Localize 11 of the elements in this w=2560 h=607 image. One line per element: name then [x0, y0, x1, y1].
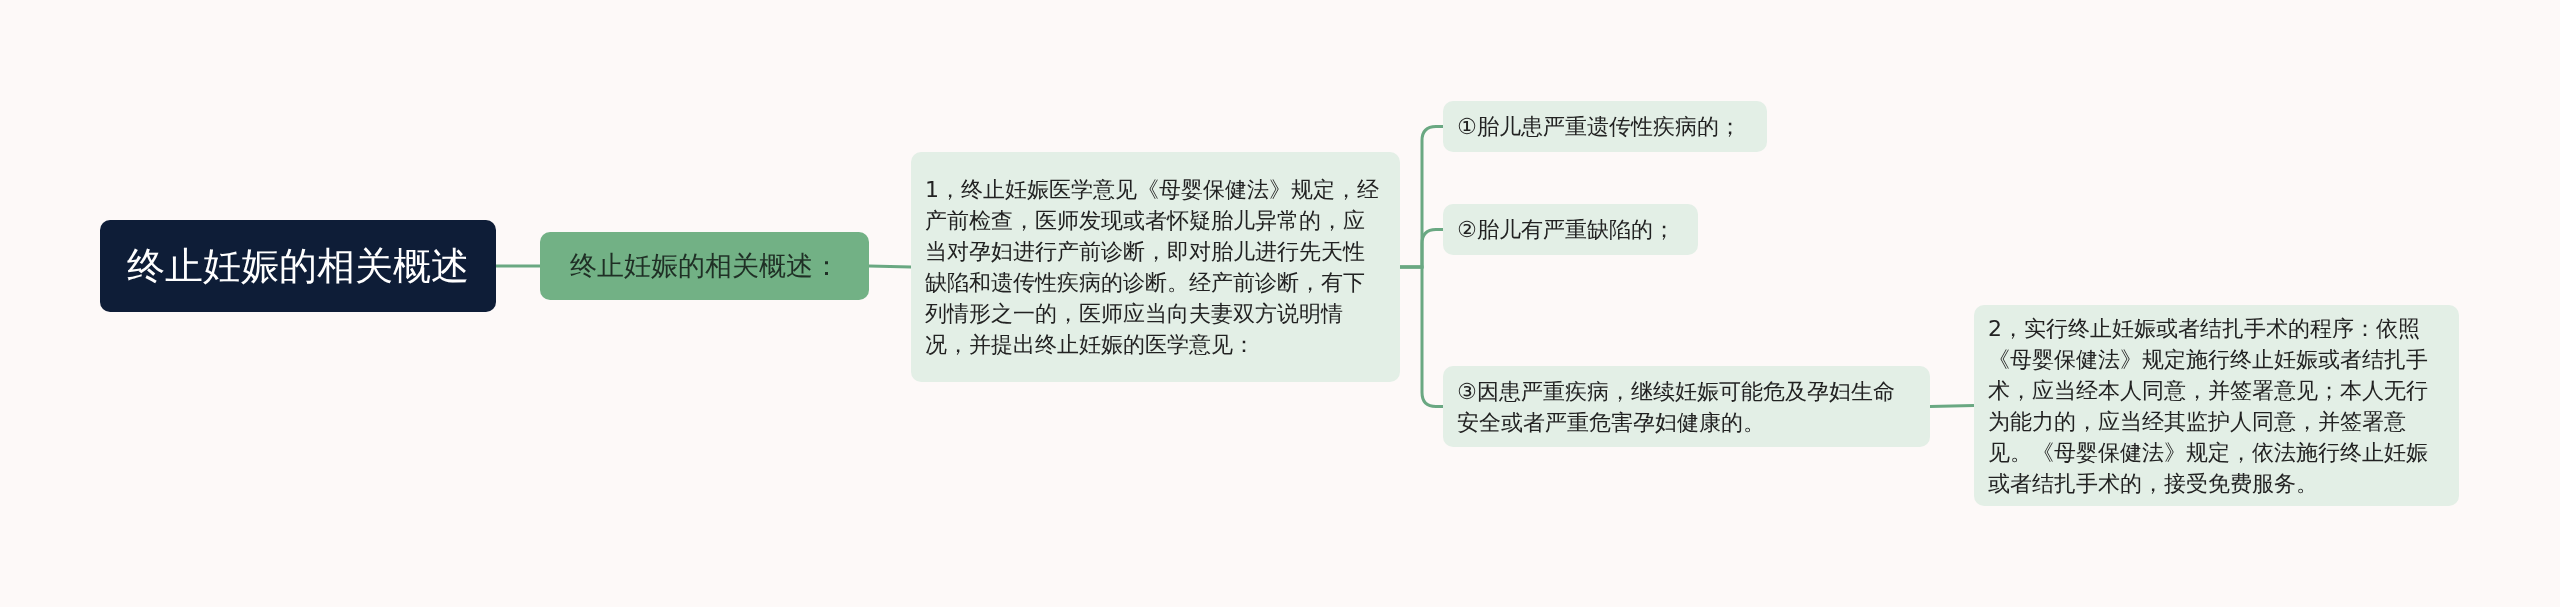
root-topic-box: 终止妊娠的相关概述	[100, 220, 496, 312]
text-box: ②胎儿有严重缺陷的；	[1443, 204, 1698, 255]
text-box: ①胎儿患严重遗传性疾病的；	[1443, 101, 1767, 152]
connector-line	[496, 264, 540, 268]
connector-line	[1929, 404, 1975, 408]
text-box: 2，实行终止妊娠或者结扎手术的程序：依照《母婴保健法》规定施行终止妊娠或者结扎手术，应当经本人同意，并签署意见；本人无行为能力的，应当经其监护人同意，并签署意见。《母婴保健法》规定，依法施行终止妊娠或者结扎手术的，接受免费服务。	[1974, 305, 2459, 506]
connector-line	[1400, 265, 1443, 408]
topic-box: 终止妊娠的相关概述：	[540, 232, 869, 300]
text-box: 1，终止妊娠医学意见《母婴保健法》规定，经产前检查，医师发现或者怀疑胎儿异常的，应当对孕妇进行产前诊断，即对胎儿进行先天性缺陷和遗传性疾病的诊断。经产前诊断，有下列情形之一的，医师应当向夫妻双方说明情况，并提出终止妊娠的医学意见：	[911, 152, 1400, 382]
connector-line	[868, 264, 912, 269]
text-box: ③因患严重疾病，继续妊娠可能危及孕妇生命安全或者严重危害孕妇健康的。	[1443, 366, 1930, 447]
